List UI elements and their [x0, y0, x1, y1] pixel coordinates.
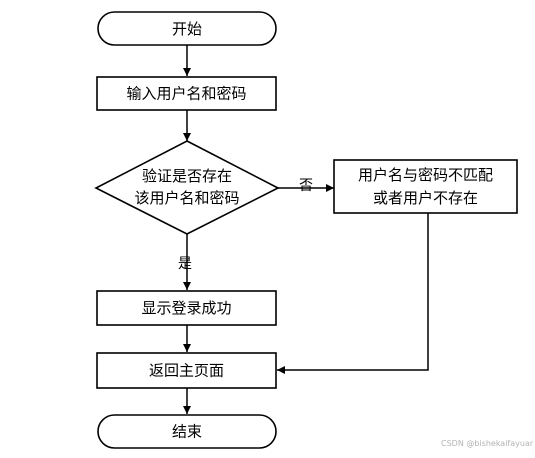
error-mismatch-label-line2: 或者用户不存在: [373, 189, 478, 207]
verify-decision-label-line2: 该用户名和密码: [134, 189, 239, 207]
end-terminator: [97, 414, 277, 449]
login-success-box: [96, 290, 277, 326]
input-credentials-box: [96, 76, 277, 111]
verify-decision-diamond: [94, 140, 280, 235]
error-mismatch-label-line1: 用户名与密码不匹配: [358, 166, 493, 184]
edge-error-to-return: [277, 213, 429, 374]
return-home-label: 返回主页面: [149, 362, 224, 380]
verify-decision-label-line1: 验证是否存在: [142, 167, 232, 185]
input-credentials-label: 输入用户名和密码: [126, 85, 246, 103]
return-home-box: [96, 352, 277, 389]
yes-branch-label: 是: [178, 256, 192, 272]
start-label: 开始: [172, 20, 202, 38]
login-success-label: 显示登录成功: [141, 299, 231, 317]
csdn-watermark: CSDN @bishekaifayuar: [441, 439, 534, 448]
error-mismatch-box: [333, 159, 518, 214]
end-label: 结束: [172, 423, 202, 441]
no-branch-label: 否: [299, 178, 313, 194]
